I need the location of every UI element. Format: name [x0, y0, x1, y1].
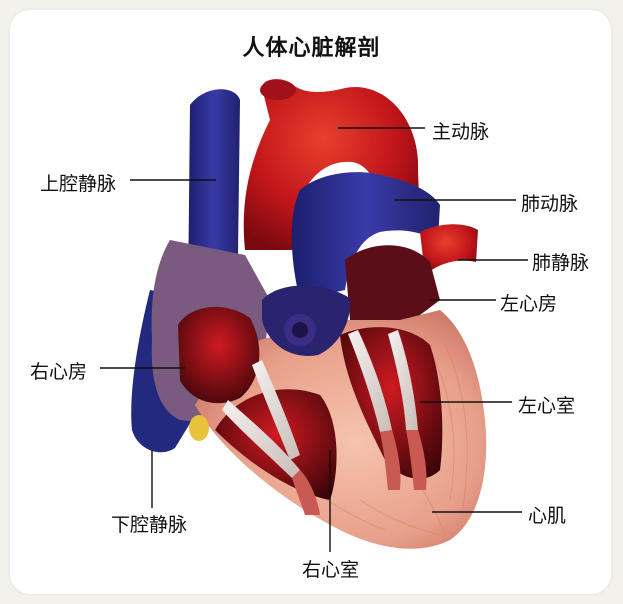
label-right-ventricle: 右心室	[302, 555, 359, 582]
label-aorta: 主动脉	[432, 117, 489, 144]
label-pulmonary-vein: 肺静脉	[532, 248, 589, 275]
label-right-atrium: 右心房	[30, 357, 87, 384]
label-myocardium: 心肌	[528, 501, 566, 528]
label-superior-vena-cava: 上腔静脉	[40, 169, 116, 196]
label-left-ventricle: 左心室	[518, 391, 575, 418]
label-inferior-vena-cava: 下腔静脉	[111, 510, 187, 537]
right-atrium-chamber	[178, 307, 259, 403]
label-left-atrium: 左心房	[500, 289, 557, 316]
label-pulmonary-artery: 肺动脉	[521, 189, 578, 216]
